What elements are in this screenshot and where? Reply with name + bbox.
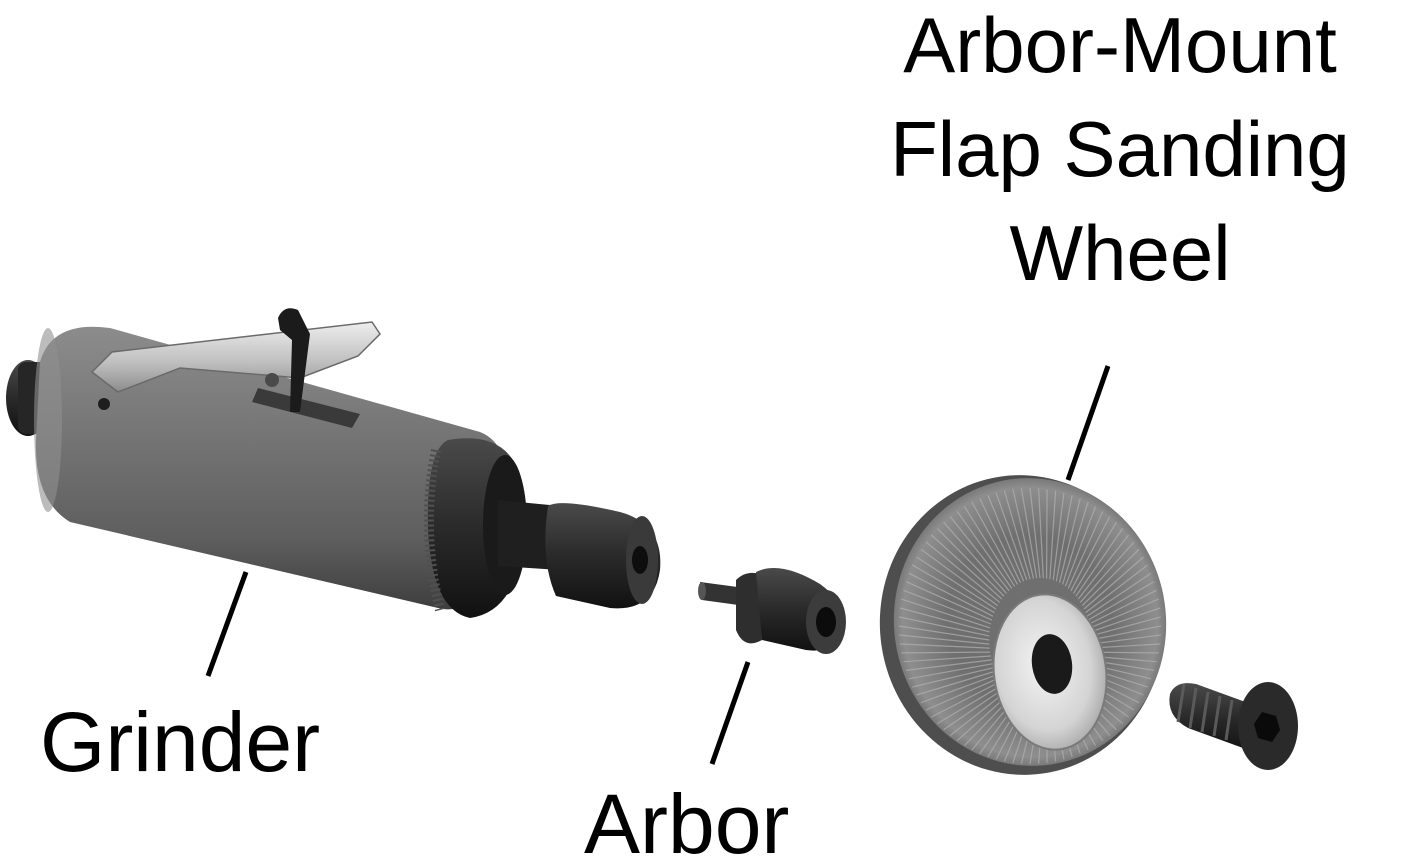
- grinder-rear-cap: [34, 328, 62, 512]
- collet-bore: [632, 546, 648, 574]
- grinder-illustration: [6, 308, 660, 618]
- arbor-threaded-bore: [816, 607, 836, 637]
- flat-head-screw-illustration: [1169, 682, 1298, 770]
- abrasive-flap: [1047, 489, 1048, 578]
- lever-rivet: [265, 373, 279, 387]
- wheel-callout: Arbor-Mount Flap Sanding Wheel: [800, 6, 1416, 318]
- grinder-callout: Grinder: [40, 700, 320, 784]
- wheel-callout-line-1: Arbor-Mount: [800, 6, 1416, 110]
- arbor-illustration: [698, 568, 846, 654]
- abrasive-flap: [901, 652, 990, 653]
- lever-pivot-pin: [98, 398, 110, 410]
- wheel-callout-line-3: Wheel: [800, 214, 1416, 318]
- arbor-shank-tip: [698, 582, 706, 600]
- arbor-callout: Arbor: [584, 782, 789, 866]
- wheel-callout-line-2: Flap Sanding: [800, 110, 1416, 214]
- wheel-leader-line: [1068, 366, 1108, 480]
- flap-wheel-illustration: [861, 457, 1185, 794]
- grinder-leader-line: [208, 572, 246, 676]
- arbor-leader-line: [712, 662, 748, 764]
